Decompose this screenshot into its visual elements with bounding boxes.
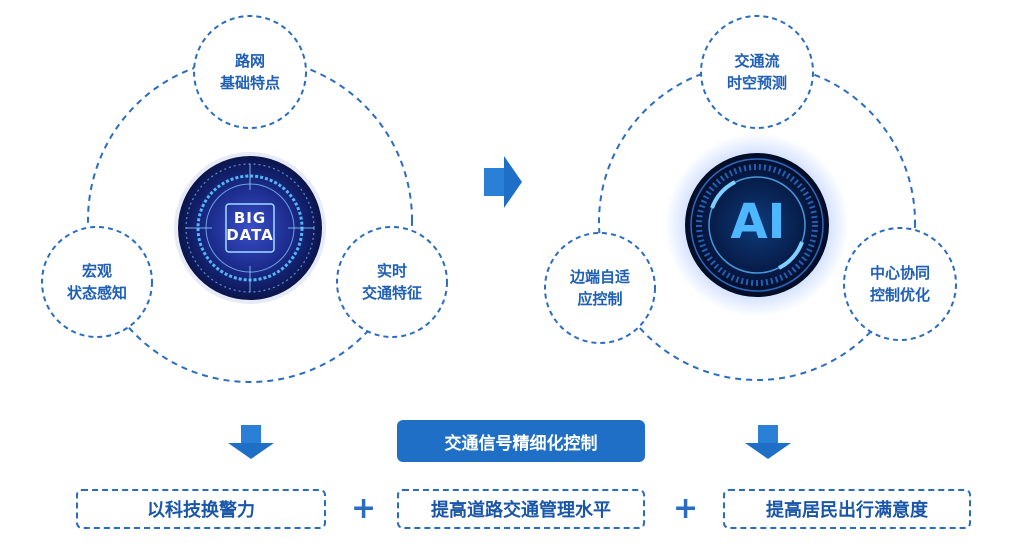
right-node-left	[544, 232, 656, 344]
plus-icon-1: +	[351, 491, 377, 526]
big-data-line2: DATA	[226, 226, 274, 244]
ai-icon	[665, 133, 849, 317]
left-node-right	[336, 226, 448, 338]
goal-box-2: 提高道路交通管理水平	[397, 489, 645, 529]
left-node-top-line1: 路网	[234, 52, 265, 70]
left-node-right-label: 实时 交通特征	[337, 260, 447, 304]
right-node-left-label: 边端自适 应控制	[545, 266, 655, 310]
left-node-right-line2: 交通特征	[361, 284, 422, 302]
left-node-top	[193, 15, 307, 129]
left-node-left-line2: 状态感知	[66, 284, 127, 302]
left-node-top-label: 路网 基础特点	[195, 50, 305, 94]
left-node-right-line1: 实时	[376, 262, 407, 280]
right-arrow-icon	[484, 156, 522, 208]
plus-icon-2: +	[673, 491, 699, 526]
control-banner: 交通信号精细化控制	[397, 420, 645, 462]
right-ring	[598, 63, 916, 381]
big-data-label: BIG DATA	[210, 210, 290, 244]
right-node-left-line1: 边端自适	[569, 268, 630, 286]
right-node-top-line1: 交通流	[734, 52, 780, 70]
right-node-top	[700, 15, 814, 129]
left-node-left	[41, 226, 153, 338]
down-arrow-right-icon	[745, 425, 791, 459]
right-node-right-label: 中心协同 控制优化	[845, 262, 955, 306]
big-data-icon	[174, 152, 326, 304]
right-node-right	[843, 227, 957, 341]
right-node-top-line2: 时空预测	[726, 74, 787, 92]
right-node-right-line2: 控制优化	[869, 286, 930, 304]
left-node-top-line2: 基础特点	[219, 74, 280, 92]
goal-box-3: 提高居民出行满意度	[723, 489, 971, 529]
ai-label: AI	[730, 194, 786, 250]
right-node-top-label: 交通流 时空预测	[702, 50, 812, 94]
left-node-left-line1: 宏观	[81, 262, 112, 280]
goal-box-1: 以科技换警力	[76, 489, 326, 529]
right-node-right-line1: 中心协同	[869, 264, 930, 282]
down-arrow-left-icon	[228, 425, 274, 459]
left-node-left-label: 宏观 状态感知	[42, 260, 152, 304]
right-node-left-line2: 应控制	[577, 290, 623, 308]
big-data-line1: BIG	[233, 209, 267, 227]
